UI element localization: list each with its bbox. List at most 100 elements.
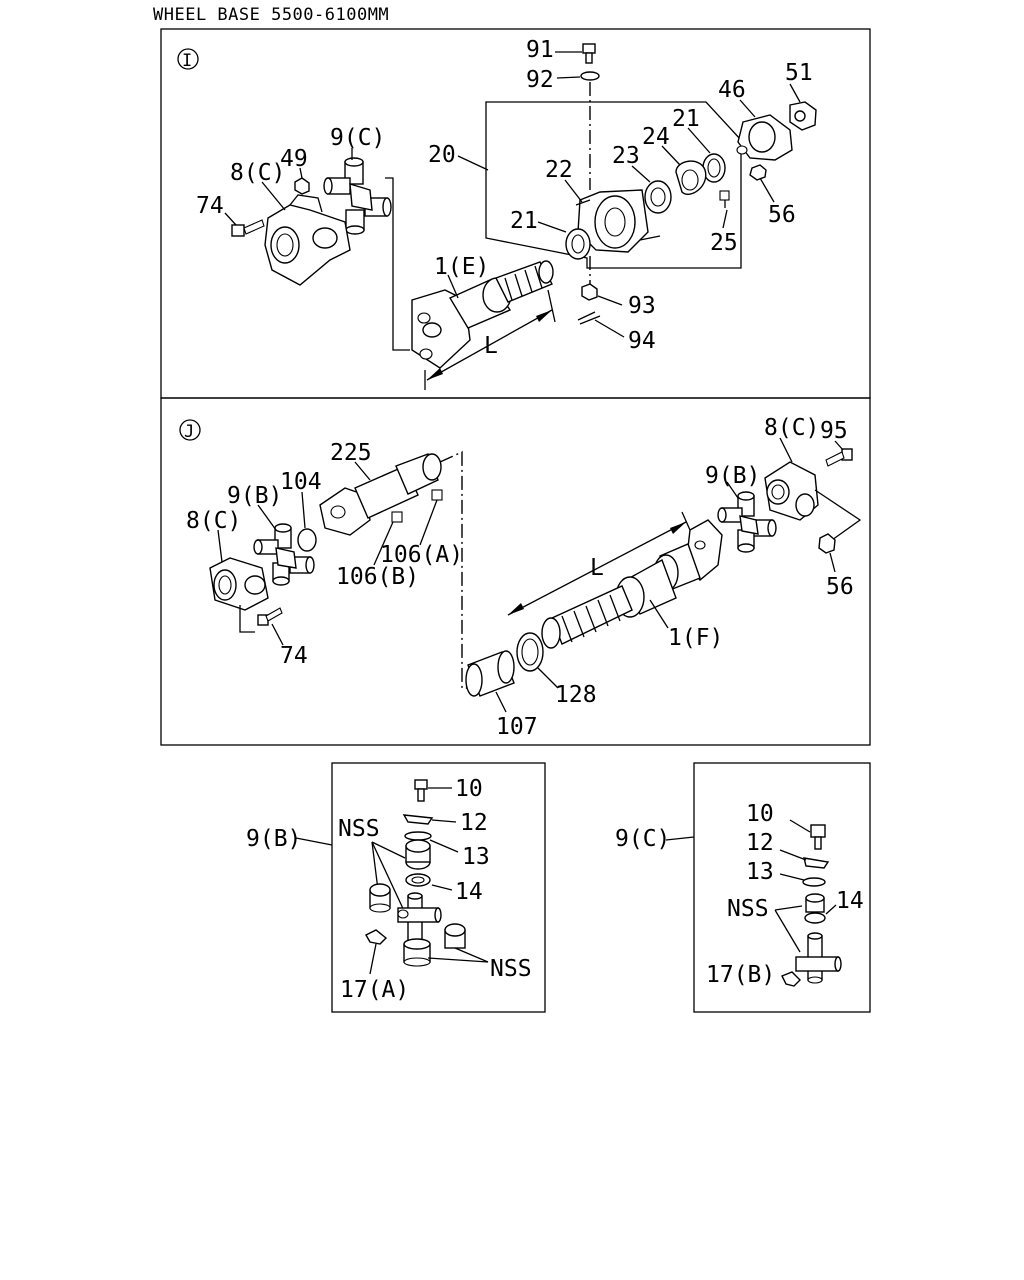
spider-9b-left xyxy=(253,523,315,586)
nipple-17a xyxy=(365,929,388,945)
bolt-10-9b xyxy=(414,779,428,802)
spider-9b-right xyxy=(717,491,777,553)
page-title: WHEEL BASE 5500-6100MM xyxy=(153,5,389,25)
bearing-cap-9b-top xyxy=(405,839,431,870)
label-nss-top-9b: NSS xyxy=(338,816,380,842)
panel-i-marker: I xyxy=(182,51,192,71)
label-91: 91 xyxy=(526,37,554,63)
length-dimension-i xyxy=(424,289,556,390)
bolt-91 xyxy=(582,43,596,64)
label-8c-left: 8(C) xyxy=(186,508,241,534)
panel-i-marker-circle xyxy=(177,48,199,70)
bearing-cap-9b-left xyxy=(369,883,391,913)
bearing-cap-9c xyxy=(804,893,826,924)
label-225: 225 xyxy=(330,440,372,466)
nut-49 xyxy=(294,177,310,195)
flange-yoke-8c xyxy=(264,194,351,286)
label-106a: 106(A) xyxy=(380,542,463,568)
label-93: 93 xyxy=(628,293,656,319)
label-23: 23 xyxy=(612,143,640,169)
label-9b-right: 9(B) xyxy=(705,463,760,489)
nut-56-j xyxy=(818,533,836,554)
label-46: 46 xyxy=(718,77,746,103)
nipple-17b xyxy=(781,971,801,987)
panel-j-marker: J xyxy=(184,422,194,442)
detail-9b: 9(B) 10 12 13 NSS 14 xyxy=(246,762,546,1013)
nipple-25 xyxy=(719,190,730,208)
bolt-74 xyxy=(231,219,265,237)
label-56-top: 56 xyxy=(768,202,796,228)
label-9c-panel-i: 9(C) xyxy=(330,125,385,151)
label-nss-9c: NSS xyxy=(727,896,769,922)
label-17a: 17(A) xyxy=(340,977,409,1003)
sleeve-107 xyxy=(465,650,515,697)
nut-93 xyxy=(581,283,598,301)
label-20: 20 xyxy=(428,142,456,168)
label-128: 128 xyxy=(555,682,597,708)
panel-j-frame xyxy=(160,397,871,746)
lock-plate-12-9b xyxy=(402,814,434,825)
cross-9c xyxy=(795,932,842,984)
ring-13-9c xyxy=(802,877,826,887)
label-9b-left: 9(B) xyxy=(227,483,282,509)
washer-92 xyxy=(580,71,600,81)
label-56-panel-j: 56 xyxy=(826,574,854,600)
flange-yoke-8c-right xyxy=(764,461,819,521)
bracket-22 xyxy=(575,189,661,253)
detail-9c-frame xyxy=(693,762,871,1013)
label-49: 49 xyxy=(280,146,308,172)
label-8c-right: 8(C) xyxy=(764,415,819,441)
nipple-106a xyxy=(431,489,443,501)
ring-13-9b xyxy=(404,831,432,841)
bearing-cap-9b-right xyxy=(444,923,466,949)
label-22: 22 xyxy=(545,157,573,183)
bearing-cap-9b-bottom xyxy=(403,938,431,967)
length-dimension-j xyxy=(507,511,691,616)
label-94: 94 xyxy=(628,328,656,354)
shaft-1e xyxy=(411,260,554,369)
bolt-10-9c xyxy=(810,824,826,850)
slip-yoke-225 xyxy=(319,453,442,536)
panel-j-marker-circle xyxy=(179,419,201,441)
flange-46 xyxy=(736,114,793,161)
label-24: 24 xyxy=(642,124,670,150)
label-10-9c: 10 xyxy=(746,801,774,827)
detail-9c-callout: 9(C) xyxy=(615,826,670,852)
label-17b: 17(B) xyxy=(706,962,775,988)
label-106b: 106(B) xyxy=(336,564,419,590)
label-10-9b: 10 xyxy=(455,776,483,802)
label-107: 107 xyxy=(496,714,538,740)
label-95: 95 xyxy=(820,418,848,444)
label-12-9c: 12 xyxy=(746,830,774,856)
label-l-panel-i: L xyxy=(484,333,498,359)
nut-56 xyxy=(749,164,767,181)
lock-plate-12-9c xyxy=(803,857,830,869)
pin-94 xyxy=(577,311,601,325)
label-12-9b: 12 xyxy=(460,810,488,836)
label-21-lower: 21 xyxy=(510,208,538,234)
assembly-line-j xyxy=(439,450,470,689)
label-25: 25 xyxy=(710,230,738,256)
panel-j: J 225 104 106(A) 106(B) xyxy=(160,397,871,746)
panel-i: I 91 92 51 46 56 xyxy=(160,28,871,399)
ring-104 xyxy=(297,528,317,552)
detail-9c: 9(C) 10 12 13 NSS 14 xyxy=(615,762,871,1013)
label-nss-bottom-9b: NSS xyxy=(490,956,532,982)
detail-9b-callout: 9(B) xyxy=(246,826,301,852)
flange-yoke-8c-left xyxy=(209,557,269,611)
label-14-9b: 14 xyxy=(455,879,483,905)
label-21-upper: 21 xyxy=(672,106,700,132)
assembly-line-i xyxy=(385,177,410,351)
bolt-74-j xyxy=(257,607,283,626)
label-l-panel-j: L xyxy=(590,555,604,581)
cross-9b xyxy=(397,892,442,947)
bearing-group-box xyxy=(485,101,742,269)
shaft-1f xyxy=(541,519,723,649)
detail-9b-frame xyxy=(331,762,546,1013)
label-13-9c: 13 xyxy=(746,859,774,885)
label-1e: 1(E) xyxy=(434,254,489,280)
label-92: 92 xyxy=(526,67,554,93)
label-74-panel-i: 74 xyxy=(196,193,224,219)
nut-51 xyxy=(789,101,817,131)
